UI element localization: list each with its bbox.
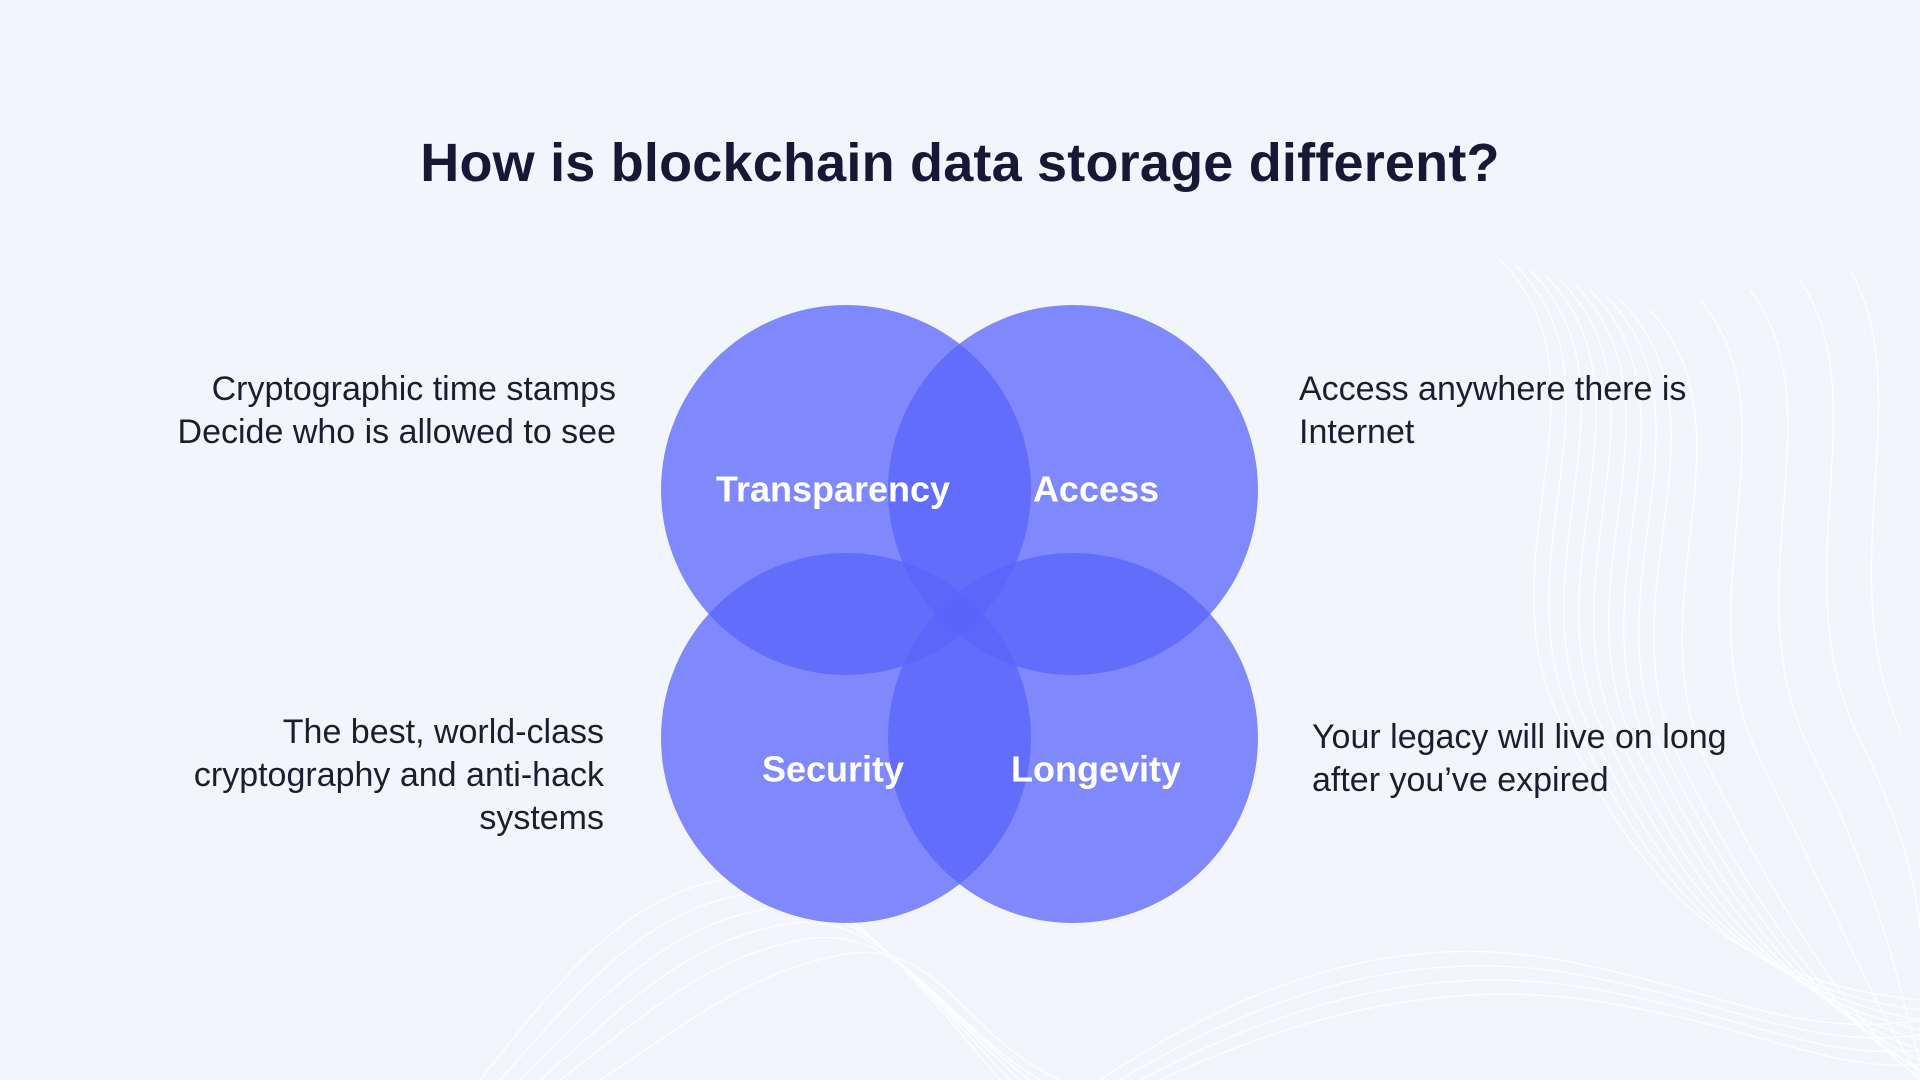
longevity-label: Longevity bbox=[1011, 749, 1181, 790]
page-title: How is blockchain data storage different… bbox=[420, 133, 1500, 193]
description-line: cryptography and anti-hack bbox=[193, 756, 604, 794]
transparency-description: Cryptographic time stamps Decide who is … bbox=[178, 368, 616, 454]
access-description: Access anywhere there is Internet bbox=[1299, 368, 1686, 454]
description-line: The best, world-class bbox=[282, 713, 604, 751]
longevity-description: Your legacy will live on long after you’… bbox=[1312, 716, 1727, 802]
description-line: Access anywhere there is bbox=[1299, 370, 1687, 408]
description-line: Internet bbox=[1299, 413, 1415, 451]
longevity-circle bbox=[888, 553, 1258, 923]
transparency-label: Transparency bbox=[716, 469, 950, 510]
security-description: The best, world-class cryptography and a… bbox=[194, 711, 604, 840]
description-line: after you’ve expired bbox=[1312, 761, 1609, 799]
security-label: Security bbox=[762, 749, 904, 790]
description-line: systems bbox=[479, 799, 604, 837]
description-line: Decide who is allowed to see bbox=[177, 413, 616, 451]
description-line: Your legacy will live on long bbox=[1312, 718, 1727, 756]
description-line: Cryptographic time stamps bbox=[211, 370, 616, 408]
access-label: Access bbox=[1033, 469, 1159, 510]
